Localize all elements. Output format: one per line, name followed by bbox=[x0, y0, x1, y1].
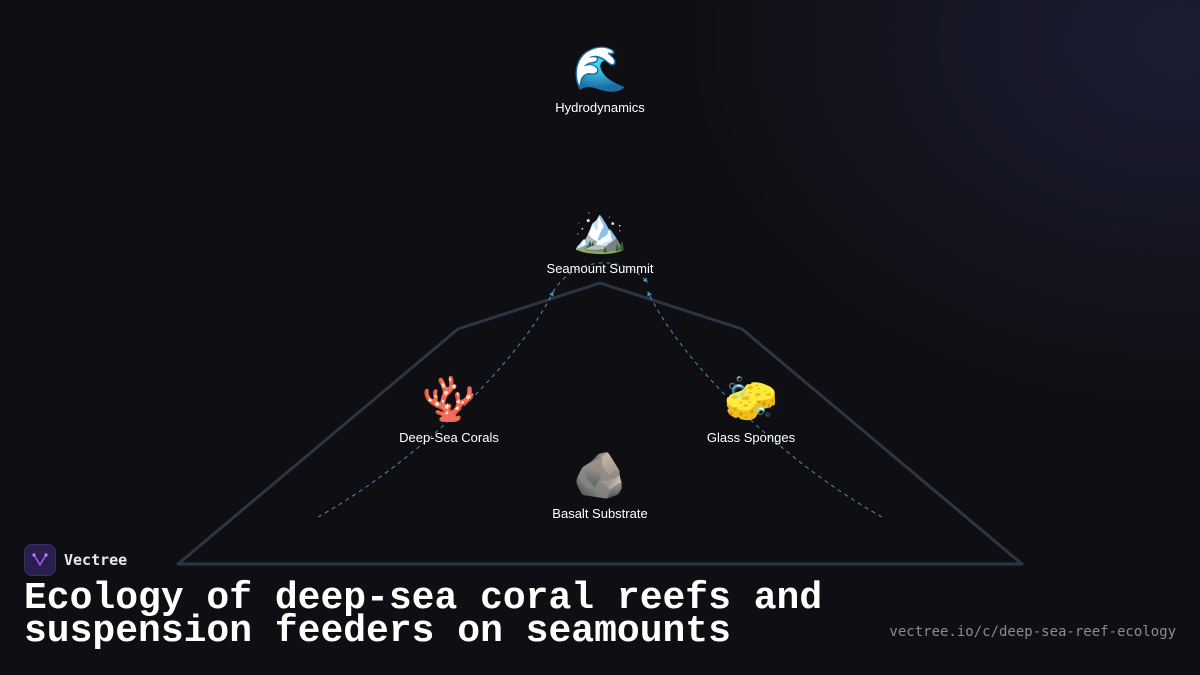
mountain-icon: 🏔️ bbox=[572, 205, 628, 256]
node-label: Deep-Sea Corals bbox=[399, 430, 499, 445]
seamount-outline bbox=[176, 281, 1024, 566]
node-glass-sponges[interactable]: 🧽 Glass Sponges bbox=[651, 374, 851, 446]
node-hydrodynamics[interactable]: 🌊 Hydrodynamics bbox=[500, 44, 700, 116]
source-url[interactable]: vectree.io/c/deep-sea-reef-ecology bbox=[889, 624, 1176, 640]
node-label: Seamount Summit bbox=[546, 261, 654, 276]
node-basalt-substrate[interactable]: 🪨 Basalt Substrate bbox=[500, 450, 700, 522]
brand-name: Vectree bbox=[64, 551, 128, 569]
tree-branch-icon bbox=[24, 544, 56, 576]
sponge-icon: 🧽 bbox=[723, 374, 779, 425]
connector-summit-arc bbox=[552, 262, 648, 293]
node-label: Glass Sponges bbox=[706, 430, 796, 445]
node-label: Hydrodynamics bbox=[555, 100, 645, 115]
node-deep-sea-corals[interactable]: 🪸 Deep-Sea Corals bbox=[349, 374, 549, 446]
brand[interactable]: Vectree bbox=[24, 544, 127, 576]
node-seamount-summit[interactable]: 🏔️ Seamount Summit bbox=[500, 205, 700, 277]
connector-corals-to-summit bbox=[317, 291, 554, 518]
wave-icon: 🌊 bbox=[572, 44, 628, 95]
page-title: Ecology of deep-sea coral reefs and susp… bbox=[24, 577, 823, 653]
node-label: Basalt Substrate bbox=[552, 506, 648, 521]
coral-icon: 🪸 bbox=[421, 374, 477, 425]
rock-icon: 🪨 bbox=[572, 450, 628, 501]
